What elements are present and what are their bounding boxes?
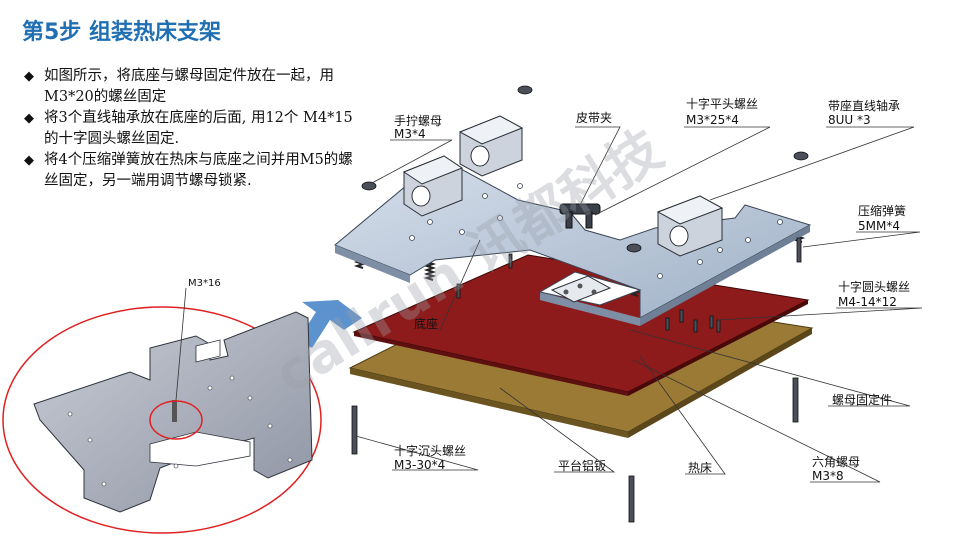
bracket-holes [409,183,783,279]
leader-lines [355,126,923,483]
label-bearing: 带座直线轴承 [828,98,900,113]
label-hex-nut: 六角螺母 [812,455,860,469]
part-labels: 手拧螺母 M3*4 皮带夹 十字平头螺丝 M3*25*4 带座直线轴承 8UU … [188,96,910,483]
screws-and-nuts [351,85,809,523]
direction-arrow [298,300,362,348]
label-flat-screw-spec: M3*25*4 [686,113,739,127]
heatbed-edge [354,332,628,396]
label-round-screw-spec: M4-14*12 [838,295,897,309]
label-bearing-spec: 8UU *3 [828,113,871,127]
step-text-2: 将3个直线轴承放在底座的后面, 用12个 M4*15的十字圆头螺丝固定. [44,110,353,147]
instruction-list: ◆ 如图所示，将底座与螺母固定件放在一起，用M3*20的螺丝固定 ◆ 将3个直线轴承… [24,66,359,192]
label-aluminum-plate: 平台铝钣 [558,458,606,473]
inset-highlight-ellipse [2,306,322,534]
inset-leader-line [175,287,187,401]
list-item: ◆ 将4个压缩弹簧放在热床与底座之间并用M5的螺丝固定，另一端用调节螺母锁紧. [24,150,359,192]
label-hand-nut: 手拧螺母 [394,114,442,128]
label-spring-spec: 5MM*4 [858,219,900,233]
label-round-screw: 十字圆头螺丝 [838,279,910,294]
nut-holder [550,275,612,303]
label-belt-clip: 皮带夹 [576,111,612,125]
linear-bearing [656,195,724,257]
inset-bracket [33,311,313,513]
base-bracket-edge [640,225,810,326]
aluminum-plate-edge [350,368,628,438]
label-flat-screw: 十字平头螺丝 [686,96,758,111]
step-text-3: 将4个压缩弹簧放在热床与底座之间并用M5的螺丝固定，另一端用调节螺母锁紧. [44,152,353,189]
label-nut-holder: 螺母固定件 [832,392,892,407]
list-item: ◆ 如图所示，将底座与螺母固定件放在一起，用M3*20的螺丝固定 [24,66,359,108]
base-bracket-edge [335,245,410,283]
label-countersunk: 十字沉头螺丝 [394,443,466,458]
label-inset-screw: M3*16 [188,278,221,289]
label-countersunk-spec: M3-30*4 [394,458,445,472]
belt-clip [559,203,601,229]
inset-detail-circle [149,400,203,440]
label-heatbed: 热床 [688,461,712,475]
page-title: 第5步 组装热床支架 [22,20,221,45]
list-item: ◆ 将3个直线轴承放在底座的后面, 用12个 M4*15的十字圆头螺丝固定. [24,108,359,150]
label-base: 底座 [414,316,438,331]
diamond-icon: ◆ [24,153,34,168]
step-text-1: 如图所示，将底座与螺母固定件放在一起，用M3*20的螺丝固定 [44,68,334,105]
heatbed-edge [628,300,808,396]
linear-bearing [402,155,464,217]
diamond-icon: ◆ [24,111,34,126]
base-bracket-edge [540,292,640,326]
label-hex-nut-spec: M3*8 [812,469,844,483]
linear-bearing [458,115,524,177]
aluminum-plate-edge [628,328,812,438]
label-hand-nut-spec: M3*4 [394,127,426,141]
diamond-icon: ◆ [24,69,34,84]
label-spring: 压缩弹簧 [858,203,906,218]
